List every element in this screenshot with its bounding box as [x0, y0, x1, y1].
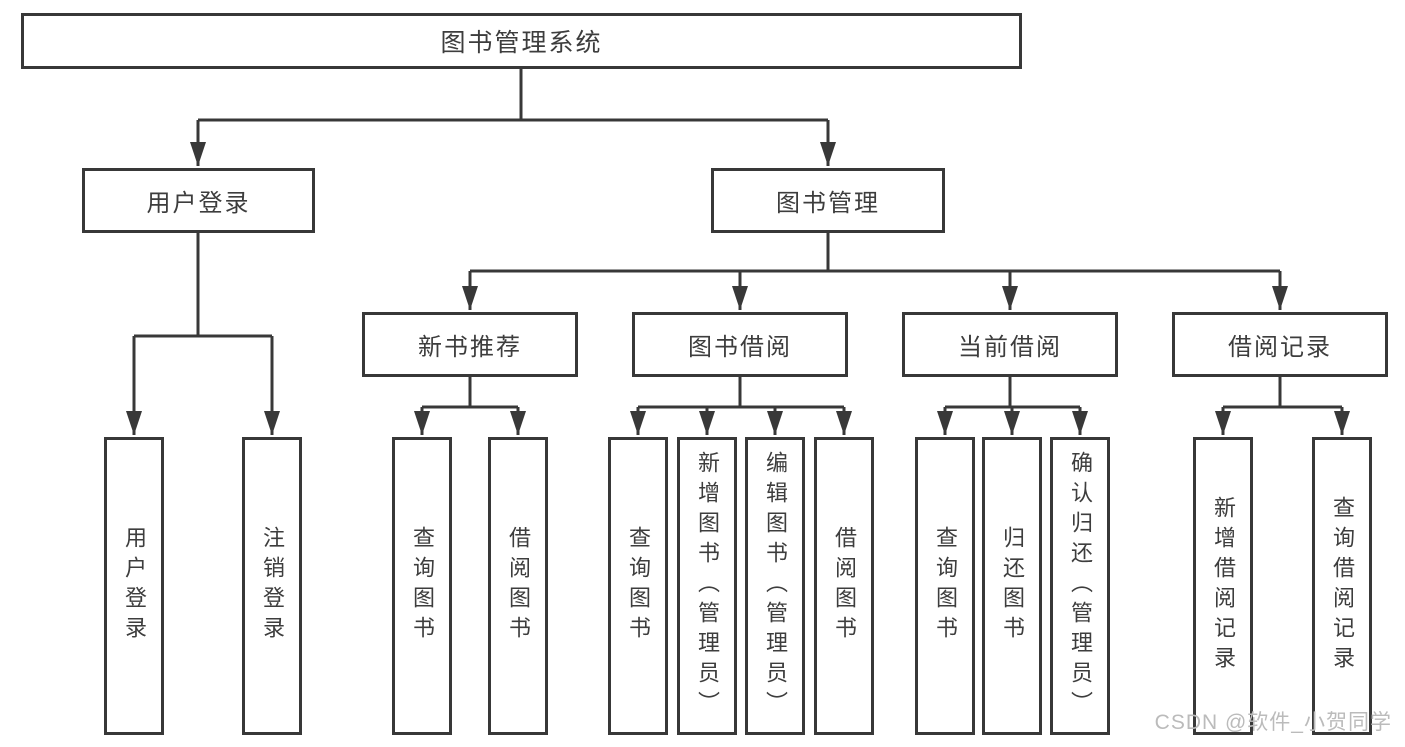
node-label: 新增借阅记录	[1211, 496, 1236, 676]
node-label: 新书推荐	[418, 334, 522, 361]
leaf-borrow-books: 借阅图书	[814, 437, 874, 735]
leaf-query-books-recommend: 查询图书	[392, 437, 452, 735]
leaf-add-borrow-record: 新增借阅记录	[1193, 437, 1253, 735]
node-library-system: 图书管理系统	[21, 13, 1022, 69]
leaf-confirm-return-admin: 确认归还（管理员）	[1050, 437, 1110, 735]
node-new-book-recommend: 新书推荐	[362, 312, 578, 377]
node-label: 用户登录	[146, 190, 251, 217]
node-label: 查询图书	[410, 526, 435, 646]
node-label: 借阅图书	[832, 526, 857, 646]
node-label: 当前借阅	[958, 334, 1062, 361]
node-label: 归还图书	[1000, 526, 1025, 646]
leaf-add-book-admin: 新增图书（管理员）	[677, 437, 737, 735]
csdn-watermark: CSDN @软件_小贺同学	[1154, 711, 1392, 734]
node-label: 借阅图书	[506, 526, 531, 646]
node-label: 编辑图书（管理员）	[763, 451, 788, 721]
node-label: 用户登录	[122, 526, 147, 646]
leaf-borrow-books-recommend: 借阅图书	[488, 437, 548, 735]
node-label: 图书管理系统	[440, 29, 603, 57]
node-book-management: 图书管理	[711, 168, 945, 233]
node-label: 借阅记录	[1228, 334, 1332, 361]
leaf-query-books-borrow: 查询图书	[608, 437, 668, 735]
leaf-query-books-current: 查询图书	[915, 437, 975, 735]
leaf-query-borrow-record: 查询借阅记录	[1312, 437, 1372, 735]
node-label: 查询借阅记录	[1330, 496, 1355, 676]
node-current-borrow: 当前借阅	[902, 312, 1118, 377]
node-label: 查询图书	[626, 526, 651, 646]
node-label: 查询图书	[933, 526, 958, 646]
node-label: 新增图书（管理员）	[695, 451, 720, 721]
node-label: 确认归还（管理员）	[1068, 451, 1093, 721]
node-label: 图书借阅	[688, 334, 792, 361]
node-borrow-records: 借阅记录	[1172, 312, 1388, 377]
leaf-return-book: 归还图书	[982, 437, 1042, 735]
leaf-edit-book-admin: 编辑图书（管理员）	[745, 437, 805, 735]
leaf-user-login: 用户登录	[104, 437, 164, 735]
leaf-logout: 注销登录	[242, 437, 302, 735]
node-user-login: 用户登录	[82, 168, 315, 233]
node-label: 图书管理	[776, 190, 880, 217]
node-label: 注销登录	[260, 526, 285, 646]
node-book-borrow: 图书借阅	[632, 312, 848, 377]
